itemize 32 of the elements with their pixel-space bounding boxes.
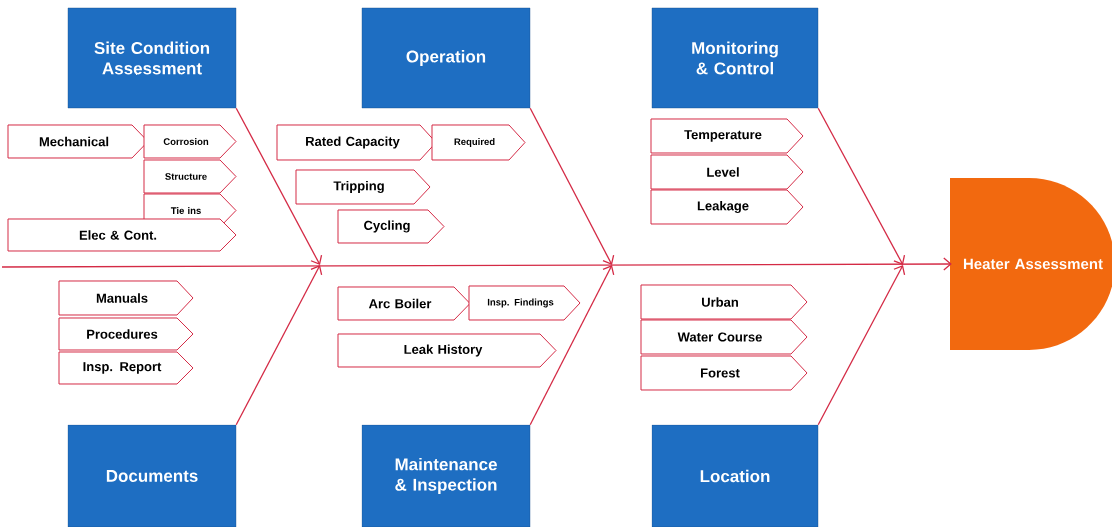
bone-arrow <box>235 107 323 265</box>
cause-tag: Structure <box>143 159 237 194</box>
bone-arrow <box>235 265 323 426</box>
cause-tag: Leakage <box>650 189 804 225</box>
cause-tag: Leak History <box>337 333 557 368</box>
cause-tag: Forest <box>640 355 808 391</box>
category-box: Operation <box>361 7 531 109</box>
cause-tag: Urban <box>640 284 808 320</box>
bone-arrow <box>529 265 615 426</box>
bone-arrow <box>817 265 906 426</box>
cause-tag: Arc Boiler <box>337 286 471 321</box>
spine-arrow <box>1 257 952 271</box>
cause-tag: Tripping <box>295 169 431 205</box>
cause-tag: Water Course <box>640 319 808 355</box>
bone-arrow <box>817 107 906 265</box>
cause-tag: Mechanical <box>7 124 149 159</box>
category-box: Maintenance & Inspection <box>361 424 531 527</box>
category-box: Site Condition Assessment <box>67 7 237 109</box>
cause-tag: Level <box>650 154 804 190</box>
cause-tag: Procedures <box>58 317 194 351</box>
cause-tag: Insp. Findings <box>468 285 581 321</box>
category-box: Location <box>651 424 819 527</box>
cause-tag: Insp. Report <box>58 351 194 385</box>
cause-tag: Required <box>431 124 526 161</box>
cause-tag: Rated Capacity <box>276 124 437 161</box>
cause-tag: Manuals <box>58 280 194 316</box>
bone-arrow <box>529 107 615 265</box>
cause-tag: Cycling <box>337 209 445 244</box>
cause-tag: Corrosion <box>143 124 237 159</box>
category-box: Monitoring & Control <box>651 7 819 109</box>
cause-tag: Temperature <box>650 118 804 154</box>
category-box: Documents <box>67 424 237 527</box>
